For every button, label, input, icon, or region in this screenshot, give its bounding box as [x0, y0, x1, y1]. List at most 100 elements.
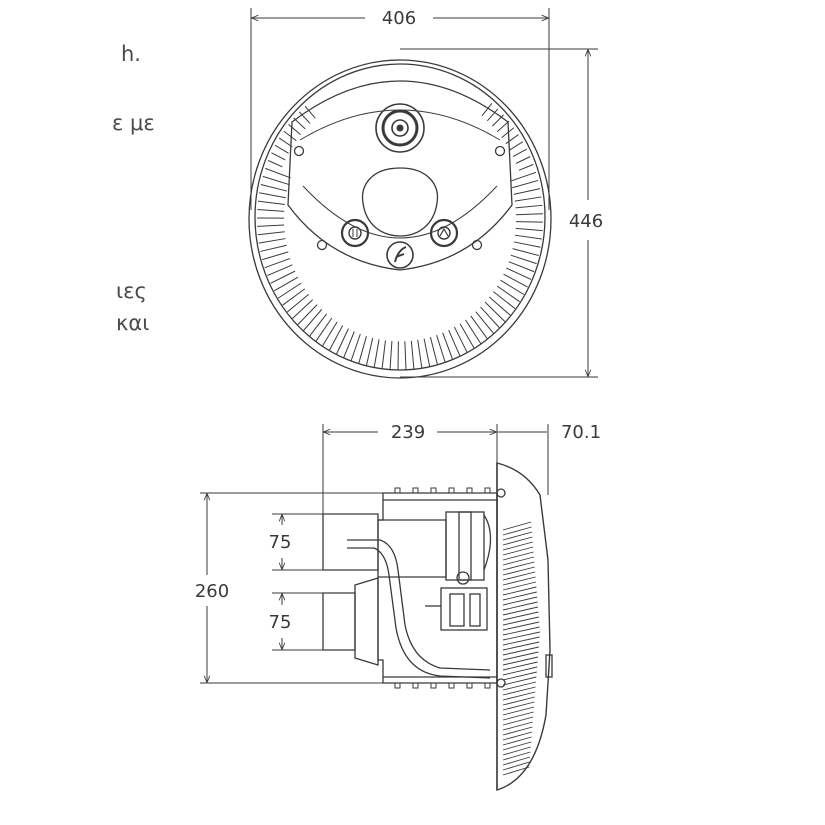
grille-slat: [448, 329, 461, 357]
grille-slat: [278, 137, 293, 148]
grille-slat: [292, 299, 314, 319]
grille-slat: [297, 304, 318, 325]
rib-top: [394, 487, 401, 494]
rib-bottom: [394, 682, 401, 689]
cover-louvre: [502, 666, 538, 676]
cover-louvre: [502, 721, 533, 731]
grille-slat: [259, 192, 286, 199]
grille-slat: [265, 167, 291, 179]
inner-face-lower-arc: [302, 185, 498, 239]
rib-bottom: [412, 682, 419, 689]
grille-slat: [271, 152, 286, 161]
cover-louvre: [502, 696, 535, 706]
face-label: 70.1: [561, 422, 601, 443]
screw-top-left: [293, 145, 305, 157]
cover-louvre: [502, 751, 531, 761]
text-fragment-4: και: [116, 311, 150, 335]
grille-slat: [277, 282, 302, 299]
grille-slat: [257, 231, 285, 236]
grille-slat: [514, 196, 542, 202]
rib-bottom: [484, 682, 491, 689]
grille-slat: [515, 213, 543, 216]
grille-slat: [335, 328, 349, 355]
front-cover: [496, 462, 551, 791]
cover-louvre: [502, 671, 537, 681]
grille-slat: [500, 279, 525, 295]
grille-slat: [267, 160, 283, 168]
grille-slat: [513, 241, 541, 248]
grille-slat: [288, 124, 301, 136]
pipe-bottom: [322, 592, 356, 651]
height-label-front: 446: [569, 211, 603, 232]
cover-louvre: [502, 711, 534, 721]
cover-louvre: [502, 686, 536, 696]
cover-louvre: [502, 561, 535, 571]
cover-louvre: [502, 716, 534, 726]
cover-louvre: [502, 691, 536, 701]
inner-tube: [347, 539, 491, 671]
grille-slat: [315, 317, 333, 342]
rib-bottom: [448, 682, 455, 689]
cover-louvre: [502, 586, 537, 596]
cover-louvre: [502, 701, 535, 711]
grille-slat: [501, 127, 515, 138]
grille-slat: [365, 337, 374, 366]
left-button-outer: [340, 218, 370, 248]
grille-slat: [480, 306, 500, 328]
grille-slat: [503, 273, 528, 288]
text-fragment-1: h.: [121, 42, 141, 66]
grille-slat: [518, 163, 534, 171]
cover-louvre: [502, 646, 539, 656]
grille-slat: [350, 333, 361, 362]
grille-slat: [512, 148, 527, 158]
top-nozzle-outer: [375, 103, 425, 153]
rib-bottom: [466, 682, 473, 689]
cover-louvre: [502, 641, 540, 651]
cover-louvre: [502, 591, 537, 601]
left-button-inner: [348, 226, 362, 240]
top-nozzle-ring: [381, 109, 419, 147]
front-dimensions: [250, 8, 598, 378]
cover-louvre: [502, 546, 534, 556]
width-label: 406: [382, 8, 416, 29]
grille-slat: [515, 156, 531, 164]
grille-slat: [262, 251, 289, 261]
rib-top: [466, 487, 473, 494]
cover-louvre: [502, 556, 535, 566]
cover-louvre: [502, 536, 533, 546]
grille-slat: [328, 325, 344, 351]
central-lens: [361, 167, 439, 237]
cover-louvre: [502, 766, 530, 776]
grille-slat: [309, 313, 328, 337]
rib-top: [484, 487, 491, 494]
cover-louvre: [502, 521, 532, 531]
grille-slat: [257, 224, 285, 227]
grille-slat: [373, 339, 380, 368]
text-fragment-2: ε με: [112, 111, 155, 135]
grille-slat: [303, 309, 323, 331]
grille-slat: [512, 179, 539, 189]
grille-slat: [496, 285, 520, 303]
height-label-side: 260: [195, 581, 229, 602]
grille-slat: [475, 311, 494, 334]
grille-slat: [429, 336, 438, 365]
grille-slat: [515, 227, 543, 232]
cover-louvre: [502, 661, 538, 671]
grille-slat: [282, 288, 306, 306]
bottom-button: [386, 241, 414, 269]
cover-knob: [545, 654, 553, 678]
grille-slat: [423, 338, 431, 367]
cover-louvre: [502, 581, 537, 591]
cover-louvre: [502, 726, 533, 736]
grille-slat: [481, 103, 493, 117]
grille-slat: [513, 188, 541, 195]
cover-louvre: [502, 606, 539, 616]
grille-slat: [283, 130, 297, 142]
grille-slat: [267, 264, 293, 277]
cover-louvre: [502, 741, 532, 751]
side-dimensions: [200, 424, 549, 684]
cover-louvre: [502, 626, 540, 636]
cover-louvre: [502, 676, 537, 686]
screw-bottom-left: [316, 239, 328, 251]
grille-slat: [273, 276, 299, 292]
